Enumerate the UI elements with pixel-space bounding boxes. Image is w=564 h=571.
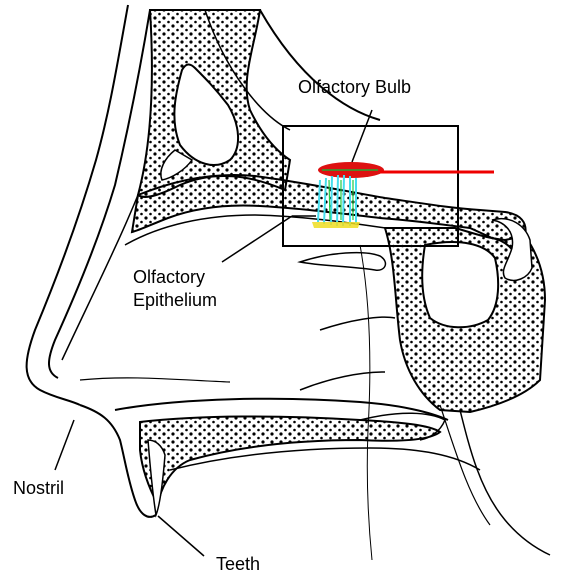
epithelium-leader-line bbox=[222, 216, 292, 262]
nostril-leader-line bbox=[55, 420, 74, 470]
sphenoid-sinus bbox=[422, 242, 498, 327]
superior-turbinate bbox=[300, 253, 385, 271]
label-olfactory-bulb: Olfactory Bulb bbox=[298, 77, 411, 97]
nasal-cavity-line-1 bbox=[80, 378, 230, 382]
nose-bridge-inner bbox=[49, 10, 150, 378]
label-teeth: Teeth bbox=[216, 554, 260, 571]
label-olfactory-epithelium-line1: Olfactory bbox=[133, 267, 205, 287]
label-olfactory-epithelium-line2: Epithelium bbox=[133, 290, 217, 310]
skull-roof-line bbox=[260, 10, 380, 120]
hard-palate bbox=[140, 416, 440, 505]
inferior-turbinate bbox=[300, 372, 385, 390]
middle-turbinate bbox=[320, 317, 395, 330]
teeth-leader-line bbox=[158, 516, 204, 556]
pharynx-line bbox=[460, 410, 550, 555]
nose-cartilage-line bbox=[62, 190, 140, 360]
label-nostril: Nostril bbox=[13, 478, 64, 498]
bulb-leader-line bbox=[352, 110, 372, 162]
face-profile-outline bbox=[27, 5, 128, 405]
pharynx-line-2 bbox=[440, 405, 490, 525]
